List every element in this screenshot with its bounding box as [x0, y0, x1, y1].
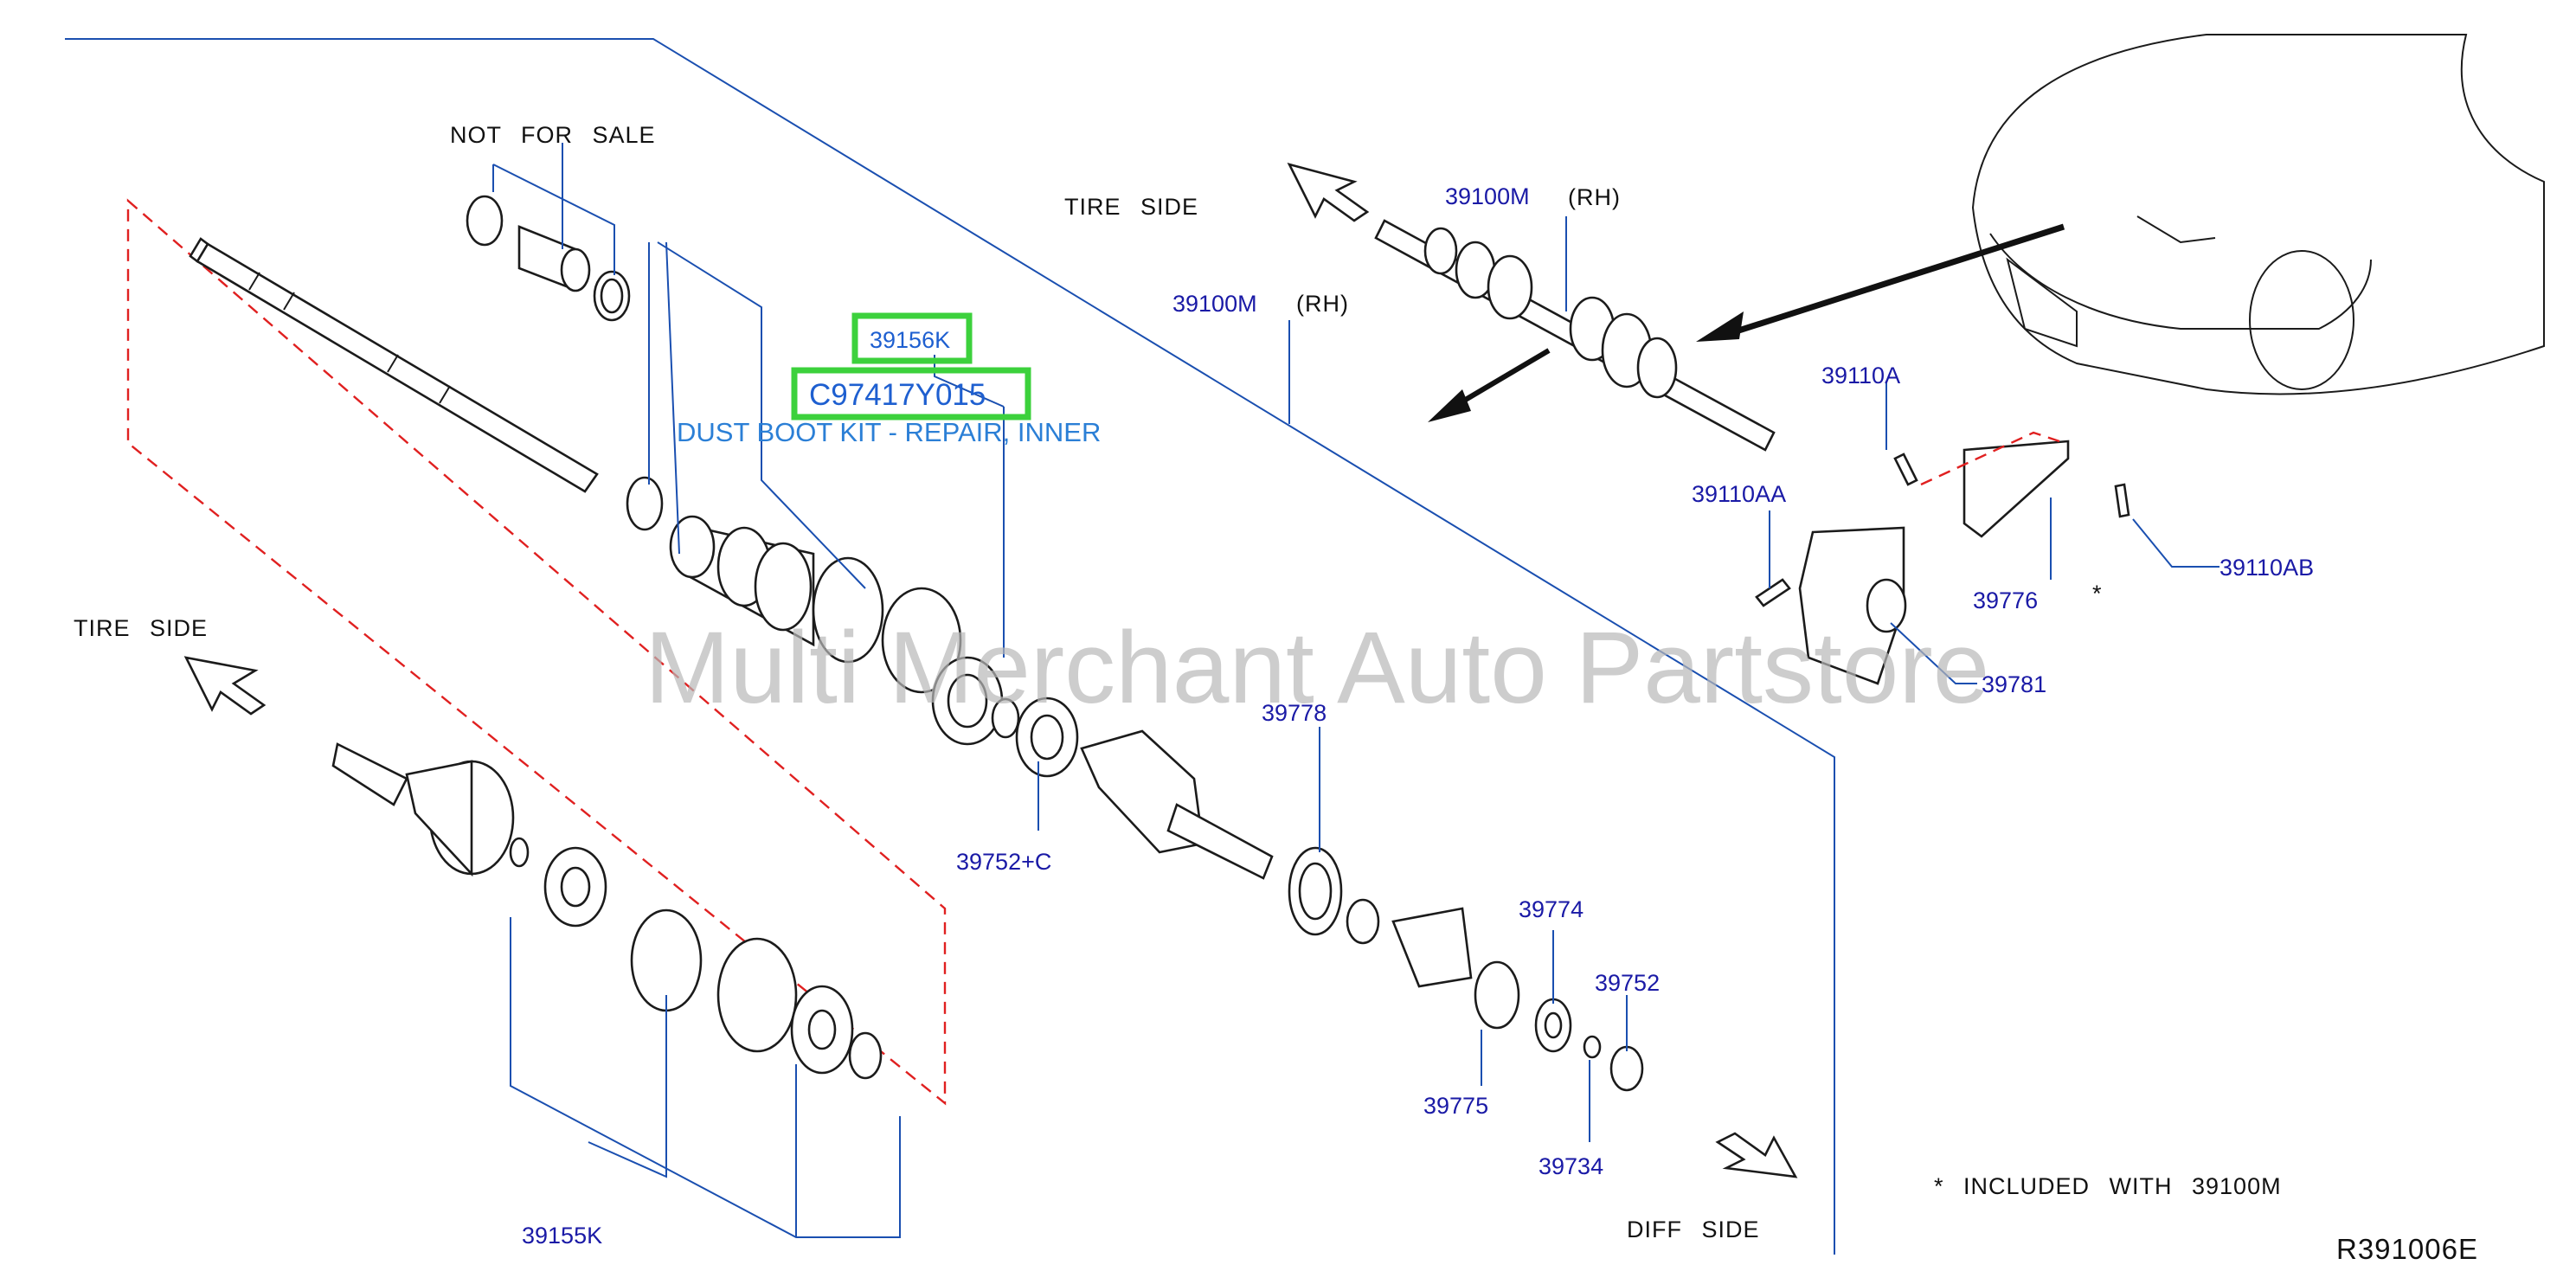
outer-joint-group — [331, 742, 883, 1080]
vehicle-illustration — [1971, 34, 2545, 395]
knuckle-bracket — [1755, 440, 2130, 685]
part-39155K[interactable]: 39155K — [522, 1223, 602, 1249]
not-for-sale-label: NOT FOR SALE — [450, 122, 656, 148]
part-C97417Y015[interactable]: C97417Y015 — [809, 378, 986, 412]
drive-shaft-bar — [189, 237, 599, 493]
p39155K-leader — [510, 917, 901, 1238]
assembly-frame-line — [65, 38, 1835, 1255]
pC97417Y015-highlight-box — [791, 367, 1031, 421]
part-39734[interactable]: 39734 — [1539, 1153, 1603, 1179]
part-39110A[interactable]: 39110A — [1821, 363, 1900, 388]
watermark: Multi Merchant Auto Partstore — [645, 611, 1989, 725]
part-39156K[interactable]: 39156K — [870, 327, 950, 353]
part-39778[interactable]: 39778 — [1262, 700, 1327, 726]
inner-joint-region-outline — [126, 198, 947, 1106]
part-39100M-top[interactable]: 39100M — [1445, 183, 1530, 209]
p39781-leader — [1890, 622, 1977, 684]
part-39752[interactable]: 39752 — [1595, 970, 1660, 996]
highlighted-part-description: DUST BOOT KIT - REPAIR, INNER — [677, 417, 1101, 447]
part-39774[interactable]: 39774 — [1519, 896, 1584, 922]
asterisk-marker: * — [2092, 581, 2103, 607]
part-39110AA[interactable]: 39110AA — [1692, 481, 1786, 507]
locator-arrow-shaft — [1729, 223, 2065, 337]
included-note: * INCLUDED WITH 39100M — [1934, 1173, 2282, 1199]
tire-side-top-label: TIRE SIDE — [1064, 194, 1198, 220]
removal-arrow-head-icon — [1428, 389, 1471, 422]
tire-side-arrow-top-icon — [1287, 163, 1370, 222]
locator-arrow-head-icon — [1696, 311, 1744, 342]
bracket-dashed-outline — [1920, 431, 2060, 486]
part-39100M-middle[interactable]: 39100M — [1172, 291, 1257, 317]
outer-hub-parts — [1288, 846, 1644, 1092]
part-39775[interactable]: 39775 — [1423, 1093, 1488, 1119]
not-for-sale-parts — [466, 195, 631, 322]
boot-leader-3 — [665, 241, 680, 555]
not-for-sale-leader-3 — [492, 164, 615, 275]
part-39781[interactable]: 39781 — [1982, 671, 2046, 697]
direction-arrows — [183, 163, 2065, 1178]
part-39776[interactable]: 39776 — [1973, 587, 2038, 613]
complete-drive-shaft-rh — [1374, 219, 1776, 452]
inner-dust-boot — [626, 476, 1274, 880]
p39110AB-leader — [2132, 518, 2219, 568]
removal-arrow-shaft — [1452, 348, 1551, 409]
diagram-reference-code: R391006E — [2336, 1233, 2478, 1265]
diff-side-arrow-icon — [1715, 1132, 1798, 1178]
p39155K-leader-2 — [588, 995, 667, 1178]
tire-side-left-label: TIRE SIDE — [74, 615, 208, 641]
p39156K-highlight-box — [851, 312, 973, 364]
part-39110AB[interactable]: 39110AB — [2219, 555, 2314, 581]
tire-side-arrow-left-icon — [183, 656, 267, 716]
rh-label-top: (RH) — [1568, 184, 1621, 210]
diff-side-label: DIFF SIDE — [1627, 1217, 1760, 1242]
rh-label-middle: (RH) — [1296, 291, 1349, 317]
boot-leader-2 — [657, 241, 866, 589]
part-39752-C[interactable]: 39752+C — [956, 849, 1051, 875]
